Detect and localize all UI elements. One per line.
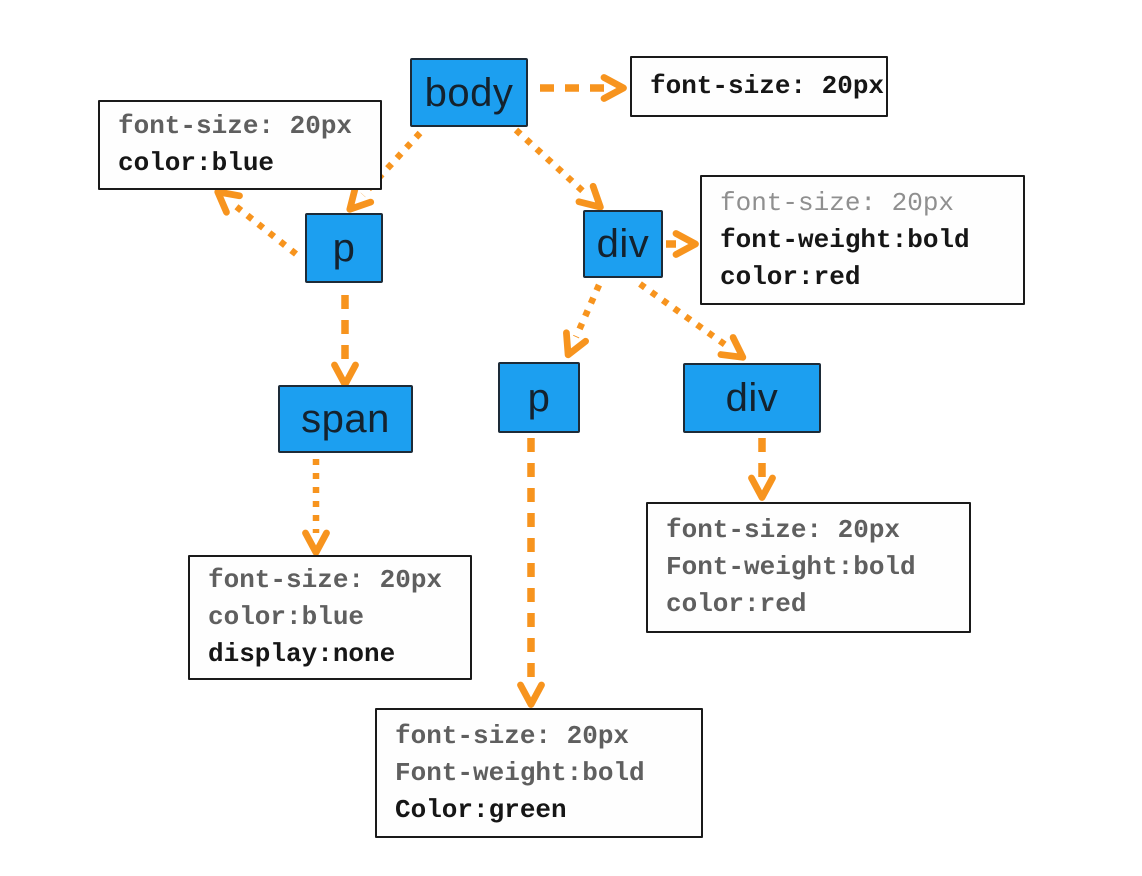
style-line: Font-weight:bold xyxy=(395,757,645,788)
style-box-p2: font-size: 20px Font-weight:bold Color:g… xyxy=(375,708,703,838)
node-p-1-label: p xyxy=(332,226,356,270)
style-line: font-size: 20px xyxy=(666,515,901,545)
node-span-1: span xyxy=(278,385,413,453)
style-line: color:red xyxy=(720,261,861,292)
style-line: font-size: 20px xyxy=(650,71,885,101)
style-box-p1: font-size: 20px color:blue xyxy=(98,100,382,190)
node-span-1-label: span xyxy=(301,397,390,441)
style-line: font-size: 20px xyxy=(395,720,630,751)
node-p-1: p xyxy=(305,213,383,283)
node-body-label: body xyxy=(424,70,514,115)
arrow-body-to-div1 xyxy=(513,127,604,211)
node-div-1: div xyxy=(583,210,663,278)
style-line: color:blue xyxy=(118,148,275,178)
style-box-body: font-size: 20px xyxy=(630,56,888,117)
arrow-div1-to-p2 xyxy=(563,283,602,359)
node-p-2: p xyxy=(498,362,580,433)
style-box-div2: font-size: 20px Font-weight:bold color:r… xyxy=(646,502,971,633)
arrow-div1-to-div2 xyxy=(638,281,747,361)
style-line: font-size: 20px xyxy=(118,111,353,141)
style-line: font-weight:bold xyxy=(720,224,970,255)
node-body: body xyxy=(410,58,528,127)
style-line: font-size: 20px xyxy=(208,565,443,595)
style-line: Font-weight:bold xyxy=(666,552,916,582)
node-p-2-label: p xyxy=(527,375,551,420)
node-div-2-label: div xyxy=(725,376,779,420)
node-div-1-label: div xyxy=(596,222,650,266)
node-div-2: div xyxy=(683,363,821,433)
style-box-span1: font-size: 20px color:blue display:none xyxy=(188,555,472,680)
style-line: Color:green xyxy=(395,794,567,825)
style-line: font-size: 20px xyxy=(720,187,955,218)
style-box-div1: font-size: 20px font-weight:bold color:r… xyxy=(700,175,1025,305)
style-line: color:red xyxy=(666,589,807,619)
arrow-p1-to-p1-style xyxy=(214,188,299,257)
style-line: display:none xyxy=(208,639,396,669)
style-line: color:blue xyxy=(208,602,365,632)
